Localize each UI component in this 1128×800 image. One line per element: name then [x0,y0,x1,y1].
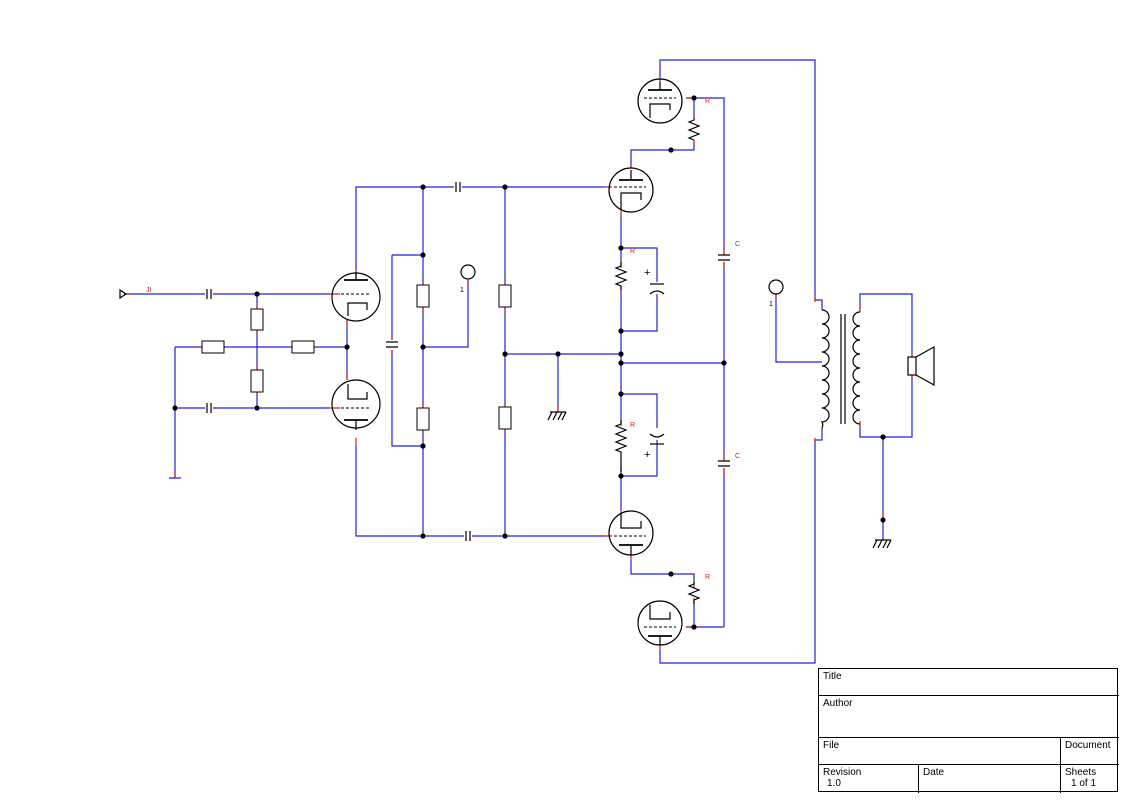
capacitor-label-upper: C [735,241,740,248]
tube-v1-upper [331,272,381,322]
output-transformer [821,309,861,429]
revision-cell: Revision 1.0 [819,765,919,793]
file-cell: File [819,738,1061,765]
electrolytic-plus-upper: + [644,267,650,279]
resistor-label-lower: R [705,574,710,581]
document-cell: Document [1061,738,1119,765]
resistor-label-upper: R [705,98,710,105]
title-block: Title Author File Document Revision 1.0 … [818,668,1119,793]
electrolytic-plus-lower: + [644,449,650,461]
tube-v1-lower [331,379,381,430]
capacitors [206,182,730,541]
junctions [172,95,886,630]
wires [124,59,913,664]
date-cell: Date [919,765,1061,793]
revision-value: 1.0 [827,778,841,789]
file-label: File [823,740,840,751]
author-cell: Author [819,696,1119,738]
date-label: Date [923,767,945,778]
test-points [460,264,784,295]
pin-stubs [124,77,913,650]
tube-output-lower [637,600,683,646]
input-jack [119,288,128,300]
input-jack-label: JI [146,287,152,294]
speaker [907,345,935,387]
author-label: Author [823,698,853,709]
resistor-label-cathode-upper: R [630,248,635,255]
testpoint-pin-left: 1 [460,287,464,294]
title-cell: Title [819,669,1119,696]
ground-symbols [547,411,892,549]
testpoint-pin-right: 1 [769,301,773,308]
sheets-cell: Sheets 1 of 1 [1061,765,1119,793]
capacitor-label-lower: C [735,453,740,460]
resistor-label-cathode-lower: R [630,422,635,429]
zigzag-resistors [614,118,701,604]
tube-driver-lower [608,510,654,556]
revision-label: Revision [823,767,862,778]
sheets-value: 1 of 1 [1071,778,1097,789]
electrolytic-capacitors [649,283,665,445]
tube-output-upper [637,78,683,124]
sheets-label: Sheets [1065,767,1097,778]
resistors [201,284,512,431]
document-label: Document [1065,740,1111,751]
tube-driver-upper [608,167,654,213]
title-label: Title [823,671,842,682]
